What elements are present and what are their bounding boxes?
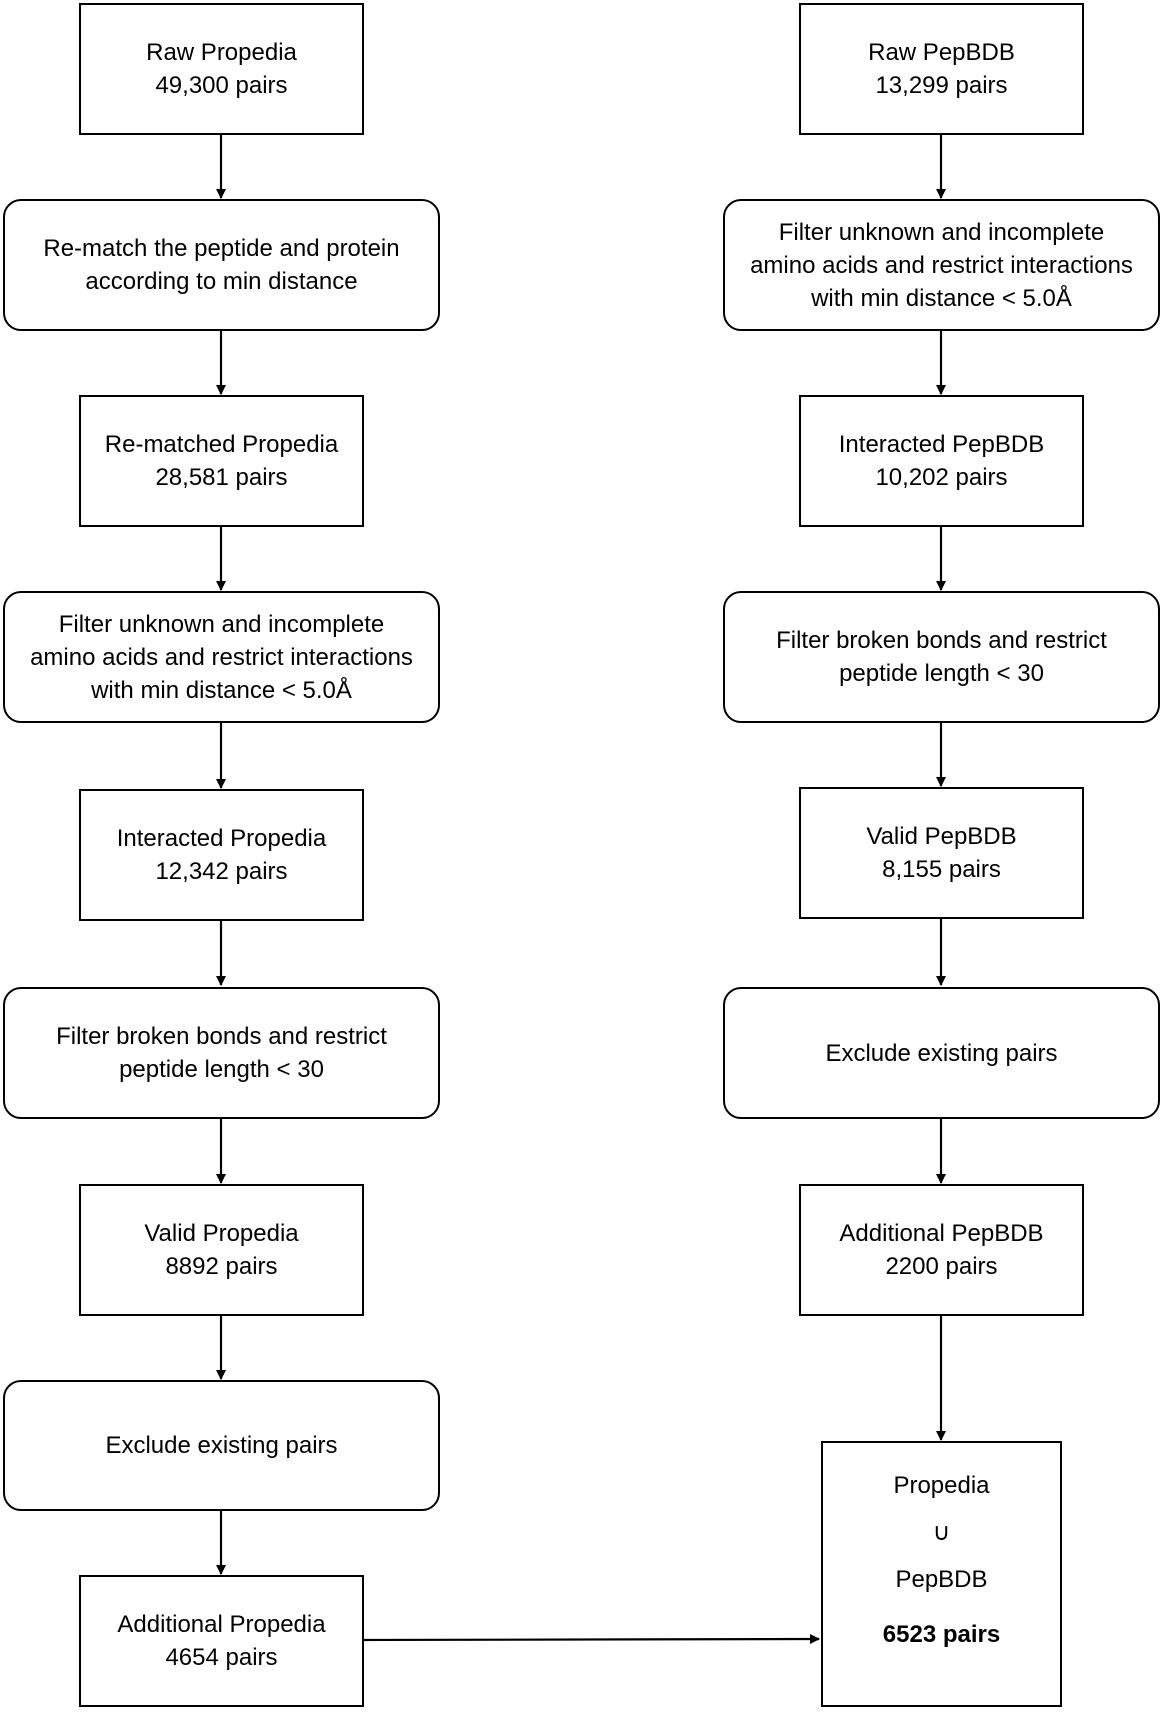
interacted-propedia-title: Interacted Propedia [116, 825, 327, 852]
union-result-box: Propedia ∪ PepBDB 6523 pairs [821, 1441, 1062, 1707]
filter-unknown-left-box: Filter unknown and incomplete amino acid… [3, 591, 440, 723]
filter-bonds-left-box: Filter broken bonds and restrict peptide… [3, 987, 440, 1119]
valid-pepbdb-count: 8,155 pairs [882, 856, 1001, 883]
raw-pepbdb-box: Raw PepBDB 13,299 pairs [799, 3, 1084, 135]
interacted-propedia-box: Interacted Propedia 12,342 pairs [79, 789, 364, 921]
rematched-propedia-count: 28,581 pairs [155, 464, 288, 491]
valid-propedia-count: 8892 pairs [165, 1253, 278, 1280]
filter-bonds-right-box: Filter broken bonds and restrict peptide… [723, 591, 1160, 723]
additional-propedia-count: 4654 pairs [165, 1644, 278, 1671]
filter-unknown-right-line-2: amino acids and restrict interactions [750, 251, 1133, 279]
filter-bonds-left-line-1: Filter broken bonds and restrict [56, 1023, 387, 1050]
raw-propedia-title: Raw Propedia [146, 39, 297, 66]
union-total-count: 6523 pairs [882, 1621, 1001, 1648]
raw-pepbdb-count: 13,299 pairs [875, 72, 1008, 99]
rematch-step-line-2: according to min distance [85, 268, 358, 295]
exclude-left-box: Exclude existing pairs [3, 1380, 440, 1511]
additional-pepbdb-title: Additional PepBDB [839, 1220, 1044, 1247]
interacted-pepbdb-title: Interacted PepBDB [838, 431, 1045, 458]
exclude-right-box: Exclude existing pairs [723, 987, 1160, 1119]
arrow-additional-propedia-to-union [362, 1634, 820, 1645]
valid-propedia-box: Valid Propedia 8892 pairs [79, 1184, 364, 1316]
valid-pepbdb-box: Valid PepBDB 8,155 pairs [799, 787, 1084, 919]
rematch-step-box: Re-match the peptide and protein accordi… [3, 199, 440, 331]
raw-pepbdb-title: Raw PepBDB [868, 39, 1015, 66]
raw-propedia-count: 49,300 pairs [155, 72, 288, 99]
additional-propedia-box: Additional Propedia 4654 pairs [79, 1575, 364, 1707]
valid-pepbdb-title: Valid PepBDB [866, 823, 1017, 850]
filter-bonds-right-line-2: peptide length < 30 [839, 660, 1044, 687]
union-operator-symbol: ∪ [932, 1519, 951, 1546]
rematched-propedia-title: Re-matched Propedia [104, 431, 339, 458]
filter-unknown-left-line-1: Filter unknown and incomplete [58, 610, 385, 638]
interacted-pepbdb-count: 10,202 pairs [875, 464, 1008, 491]
valid-propedia-title: Valid Propedia [144, 1220, 299, 1247]
additional-pepbdb-box: Additional PepBDB 2200 pairs [799, 1184, 1084, 1316]
exclude-left-label: Exclude existing pairs [105, 1432, 338, 1459]
raw-propedia-box: Raw Propedia 49,300 pairs [79, 3, 364, 135]
rematched-propedia-box: Re-matched Propedia 28,581 pairs [79, 395, 364, 527]
additional-pepbdb-count: 2200 pairs [885, 1253, 998, 1280]
filter-unknown-right-box: Filter unknown and incomplete amino acid… [723, 199, 1160, 331]
filter-unknown-left-line-2: amino acids and restrict interactions [30, 643, 413, 671]
exclude-right-label: Exclude existing pairs [825, 1039, 1058, 1067]
rematch-step-line-1: Re-match the peptide and protein [43, 235, 400, 262]
filter-unknown-right-line-3: with min distance < 5.0Å [811, 284, 1072, 312]
interacted-pepbdb-box: Interacted PepBDB 10,202 pairs [799, 395, 1084, 527]
filter-unknown-right-line-1: Filter unknown and incomplete [778, 218, 1105, 246]
filter-bonds-right-line-1: Filter broken bonds and restrict [776, 627, 1107, 654]
filter-unknown-left-line-3: with min distance < 5.0Å [91, 676, 352, 704]
union-set-a-label: Propedia [893, 1472, 990, 1499]
additional-propedia-title: Additional Propedia [117, 1611, 326, 1638]
union-set-b-label: PepBDB [895, 1566, 988, 1593]
interacted-propedia-count: 12,342 pairs [155, 858, 288, 885]
filter-bonds-left-line-2: peptide length < 30 [119, 1056, 324, 1083]
